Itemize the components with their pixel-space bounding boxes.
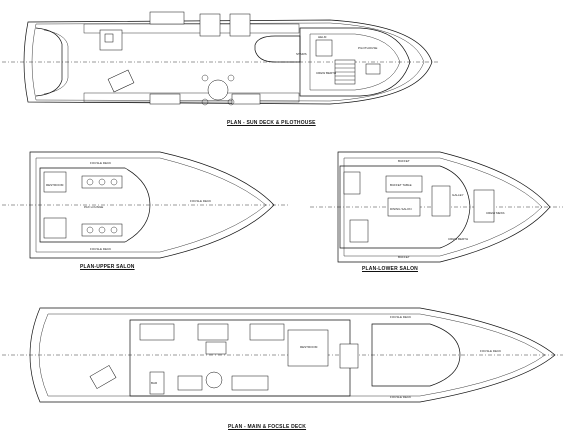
main-salon-wall <box>129 319 351 397</box>
label-focsle-deck: FOCSLE DECK <box>90 247 111 251</box>
label-crew-berth: CREW BERTH <box>316 71 336 75</box>
stern-bulwark-inner <box>43 29 69 95</box>
label-buffet-table: BUFFET TABLE <box>390 183 412 187</box>
stool <box>98 226 106 234</box>
plan-title-upper-salon: PLAN-UPPER SALON <box>80 264 135 270</box>
lower-salon-plan: BUFFET BUFFET TABLE DINING SALON GALLEY … <box>310 151 563 263</box>
chair <box>201 74 209 82</box>
stool <box>86 178 94 186</box>
stair-block <box>43 217 67 239</box>
dining-table <box>387 197 421 217</box>
stair-aft <box>89 365 117 389</box>
foredeck-pad <box>371 323 461 387</box>
rail-bottom <box>83 92 300 103</box>
plan-title-lower-salon: PLAN-LOWER SALON <box>362 266 418 272</box>
upper-salon-plan: FOCSLE DECK FOCSLE DECK FOCSLE DECK REST… <box>2 151 290 259</box>
sofa <box>81 223 123 237</box>
label-pilothouse: PILOTHOUSE <box>358 46 377 50</box>
label-restroom: RESTROOM <box>300 345 318 349</box>
label-focsle-deck: FOCSLE DECK <box>90 161 111 165</box>
sofa <box>197 323 229 341</box>
sofa <box>231 93 261 105</box>
label-pax-lounge: PAX LOUNGE <box>84 205 103 209</box>
curved-settee <box>254 35 301 63</box>
round-table <box>207 79 229 101</box>
label-crew-mess: CREW MESS <box>486 211 505 215</box>
sofa <box>249 323 285 341</box>
restroom-block <box>287 329 329 367</box>
bar-counter <box>149 371 165 395</box>
label-focsle-deck: FOCSLE DECK <box>390 315 411 319</box>
pilothouse-inner <box>309 33 401 91</box>
sofa <box>177 375 203 391</box>
plan-title-main-deck: PLAN - MAIN & FOCSLE DECK <box>228 424 307 430</box>
label-bar: BAR <box>151 381 158 385</box>
stair-block <box>349 219 369 243</box>
label-galley: GALLEY <box>452 193 464 197</box>
deck-edge <box>31 22 425 102</box>
sofa <box>149 93 181 105</box>
table <box>205 341 227 355</box>
plan-title-sun-deck: PLAN - SUN DECK & PILOTHOUSE <box>227 120 316 126</box>
stern-bulwark <box>35 27 63 97</box>
sofa <box>81 175 123 189</box>
sofa <box>199 13 221 37</box>
hull-outline <box>23 19 433 105</box>
stool <box>98 178 106 186</box>
helm-station <box>315 39 333 57</box>
sofa <box>231 375 269 391</box>
hull-outline <box>337 151 551 263</box>
sofa <box>229 13 251 37</box>
stool <box>86 226 94 234</box>
label-buffet: BUFFET <box>398 159 410 163</box>
label-focsle-deck: FOCSLE DECK <box>480 349 501 353</box>
table <box>104 33 114 43</box>
hull-outline <box>29 307 556 403</box>
hull-outline <box>29 151 275 259</box>
deck-edge <box>35 157 267 253</box>
label-crew-berth: CREW BERTH <box>448 237 468 241</box>
deck-edge <box>38 313 546 397</box>
console <box>365 63 381 75</box>
chair <box>227 98 235 106</box>
label-helm: HELM <box>318 35 327 39</box>
label-stairs: STAIRS <box>296 52 307 56</box>
label-restroom: RESTROOM <box>46 183 64 187</box>
label-buffet: BUFFET <box>398 255 410 259</box>
salon-wall <box>339 165 471 249</box>
stairs <box>339 343 359 369</box>
stool <box>110 226 118 234</box>
label-dining-salon: DINING SALON <box>390 207 412 211</box>
salon-wall <box>39 167 151 243</box>
label-focsle-deck: FOCSLE DECK <box>190 199 211 203</box>
chair <box>201 98 209 106</box>
sun-lounger <box>107 69 135 93</box>
rail-top <box>83 23 300 34</box>
buffet <box>343 171 361 195</box>
label-focsle-deck: FOCSLE DECK <box>390 395 411 399</box>
crew-mess-table <box>473 189 495 223</box>
buffet-table <box>385 175 423 193</box>
pilothouse-wall <box>299 27 411 97</box>
sofa <box>149 11 185 25</box>
chair <box>227 74 235 82</box>
deck-edge <box>343 157 543 257</box>
galley-counter <box>431 185 451 217</box>
restroom-block <box>43 171 67 193</box>
sofa <box>139 323 175 341</box>
stool <box>110 178 118 186</box>
main-deck-plan: FOCSLE DECK FOCSLE DECK FOCSLE DECK REST… <box>2 307 563 403</box>
round-table <box>205 371 223 389</box>
sun-deck-plan: HELM PILOTHOUSE STAIRS CREW BERTH <box>2 11 440 106</box>
